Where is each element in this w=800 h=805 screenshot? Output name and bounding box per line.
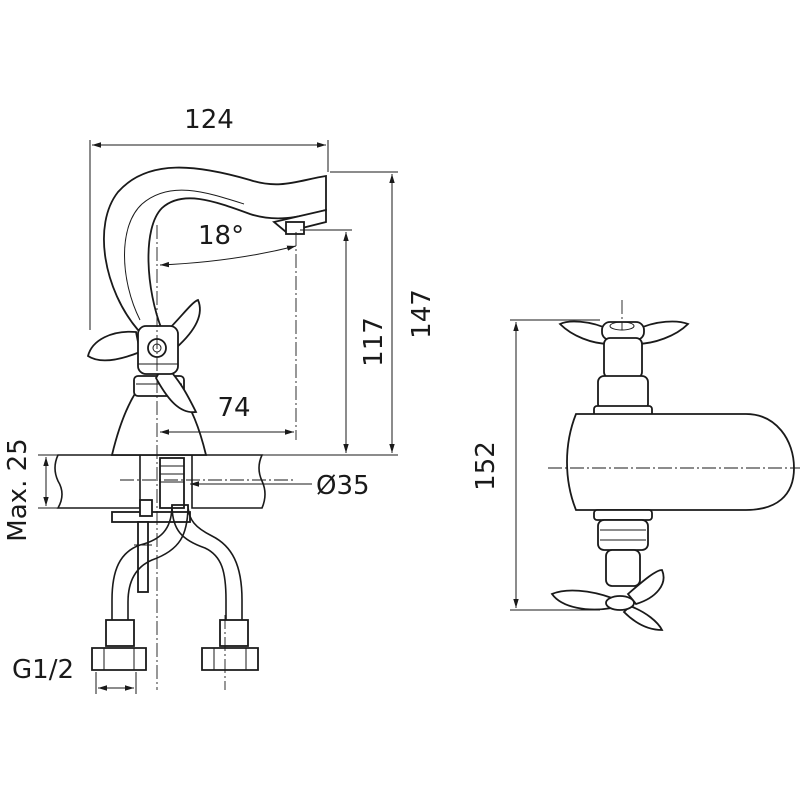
diameter-label: Ø35 [316, 471, 370, 501]
total-height-dimension: 147 [262, 171, 437, 456]
angle-dimension: 18° [159, 221, 297, 268]
diameter-dimension: Ø35 [190, 471, 370, 501]
spout [103, 166, 327, 331]
width-label: 124 [184, 105, 234, 135]
reach-dimension: 74 [160, 393, 294, 435]
front-view: 152 [471, 300, 800, 631]
width-dimension: 124 [89, 105, 329, 330]
total-height-label: 147 [407, 289, 437, 339]
cross-handle [86, 298, 201, 413]
spout-height-label: 117 [359, 317, 389, 367]
flexible-hoses [91, 504, 259, 671]
spout-body [566, 413, 795, 511]
deck-thickness-label: Max. 25 [3, 438, 33, 541]
angle-label: 18° [198, 221, 244, 251]
mounting-shank [111, 457, 191, 593]
reach-label: 74 [217, 393, 250, 423]
spout-height-dimension: 117 [300, 229, 389, 453]
bottom-handle [550, 509, 665, 631]
top-handle [558, 320, 690, 417]
faucet-base [110, 375, 208, 456]
deck-thickness-dimension: Max. 25 [3, 438, 58, 542]
thread-dimension: G1/2 [12, 655, 137, 694]
thread-label: G1/2 [12, 655, 74, 685]
side-view: 124 18° 147 117 74 Ø35 [3, 105, 437, 694]
handle-width-dimension: 152 [471, 319, 600, 611]
handle-width-label: 152 [471, 441, 501, 491]
